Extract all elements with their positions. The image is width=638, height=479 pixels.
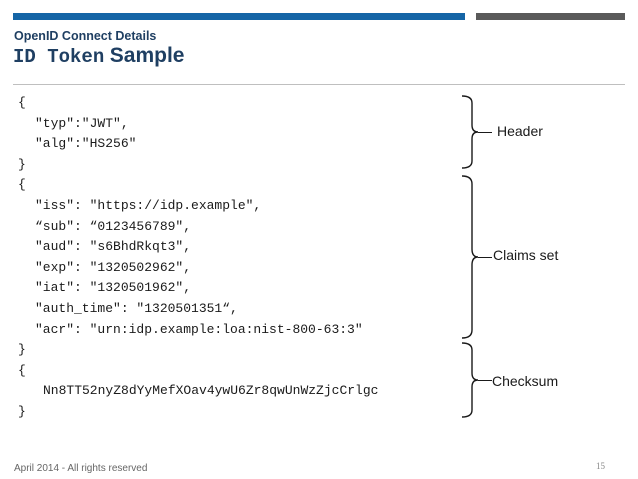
claims-connector — [478, 257, 492, 258]
code-line: "alg":"HS256" — [35, 136, 137, 152]
header-brace — [460, 95, 480, 169]
code-line: “sub": “0123456789", — [35, 218, 192, 234]
title-sans-part: Sample — [109, 44, 185, 67]
checksum-label: Checksum — [492, 373, 559, 389]
code-line: { — [18, 95, 26, 110]
code-line: Nn8TT52nyZ8dYyMefXOav4ywU6Zr8qwUnWzZjcCr… — [43, 383, 379, 399]
footer-copyright: April 2014 - All rights reserved — [14, 463, 148, 474]
code-line: } — [18, 156, 26, 172]
code-line: "exp": "1320502962", — [35, 259, 192, 275]
code-line: "aud": "s6BhdRkqt3", — [35, 239, 192, 255]
id-token-code-block: { "typ":"JWT", "alg":"HS256" } { "iss": … — [18, 93, 378, 423]
code-line: "iss": "https://idp.example", — [35, 197, 262, 213]
slide-subtitle: OpenID Connect Details — [14, 29, 157, 43]
code-line: "auth_time": "1320501351“, — [35, 300, 238, 316]
claims-label: Claims set — [493, 247, 559, 263]
checksum-brace — [460, 342, 480, 418]
claims-brace — [460, 175, 480, 339]
code-line: { — [18, 177, 26, 193]
header-label: Header — [497, 123, 543, 139]
title-divider — [13, 84, 625, 85]
slide-title: ID Token Sample — [13, 44, 184, 68]
top-accent-bar-blue — [13, 13, 465, 20]
code-line: "iat": "1320501962", — [35, 280, 192, 296]
code-line: "typ":"JWT", — [35, 115, 129, 131]
code-line: } — [18, 403, 26, 419]
page-number: 15 — [596, 461, 605, 471]
code-line: "acr": "urn:idp.example:loa:nist-800-63:… — [35, 321, 363, 337]
code-line: } — [18, 342, 26, 358]
top-accent-bar-gray — [476, 13, 625, 20]
checksum-connector — [478, 380, 492, 381]
title-mono-part: ID Token — [13, 46, 105, 68]
code-line: { — [18, 362, 26, 378]
header-connector — [478, 132, 492, 133]
